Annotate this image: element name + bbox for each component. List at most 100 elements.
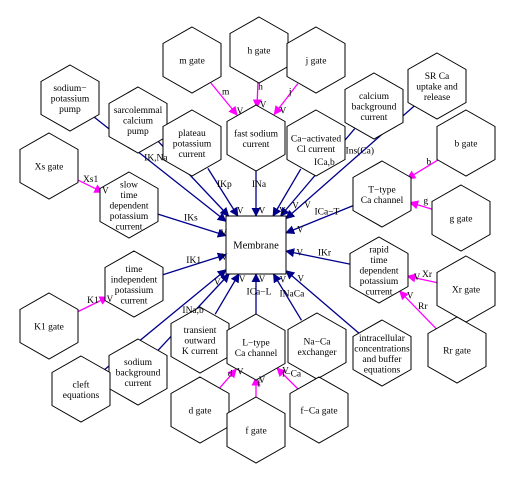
edge-h_gate-to-fast_sodium_current: [252, 80, 262, 109]
edge-d_gate-to-l_type_ca_channel: [219, 368, 237, 389]
node-label-line: time: [121, 191, 138, 201]
node-label-line: Cl current: [297, 145, 336, 155]
node-label-line: dependent: [109, 202, 148, 212]
node-label-line: outward: [184, 337, 215, 347]
edge-end-label: V: [407, 291, 414, 301]
node-label-line: and buffer: [362, 354, 402, 365]
node-label-line: sarcolemmal: [114, 106, 163, 116]
edge-k1_gate-to-time_independent_potassium_current: [74, 296, 109, 314]
node-label-line: calcium: [123, 117, 154, 127]
node-hexagon: [170, 306, 230, 374]
node-label-line: K current: [182, 347, 218, 357]
node-label-line: sodium−: [53, 84, 86, 94]
edge-f_ca_gate-to-l_type_ca_channel: [276, 367, 299, 390]
edge-end-label: V: [298, 273, 305, 283]
node-label-line: Ca channel: [361, 196, 404, 206]
node-label-line: SR Ca: [425, 72, 450, 82]
node-label-line: cleft: [73, 379, 90, 390]
node-m-gate: m gate: [162, 26, 222, 94]
edge-end-label: V: [260, 99, 267, 109]
edge-end-label: V: [280, 106, 287, 116]
node-label-line: slow: [120, 181, 138, 191]
node-hexagon: [431, 184, 491, 252]
edge-label: ICa,b: [314, 158, 335, 168]
edge-label: INaCa: [280, 290, 306, 300]
edge-xr_gate-to-rapid_time_dependent_potassium_current: [406, 273, 438, 284]
edge-label: Xr: [422, 270, 433, 280]
edge-label: f: [257, 379, 261, 390]
node-label-line: current: [366, 288, 393, 298]
edge-end-label: V: [297, 225, 304, 235]
node-label-line: rapid: [369, 246, 389, 256]
node-hexagon: [229, 16, 289, 84]
edge-label: Ins(Ca): [346, 145, 375, 156]
edge-label: INa: [252, 180, 267, 190]
node-j-gate: j gate: [286, 26, 346, 94]
node-hexagon: [19, 292, 79, 360]
node-hexagon: [289, 376, 349, 444]
node-label-line: exchanger: [297, 348, 337, 358]
node-hexagon: [436, 109, 496, 177]
node-label-line: background: [352, 103, 397, 113]
node-label-line: equations: [63, 391, 100, 401]
edge-label: f−Ca: [282, 369, 302, 380]
edge-rr_gate-to-rapid_time_dependent_potassium_current: [399, 290, 437, 330]
node-hexagon: [226, 104, 286, 172]
node-hexagon: [352, 160, 412, 228]
node-label-line: potassium: [115, 286, 154, 296]
node-label-line: release: [424, 93, 450, 103]
node-label-line: Xr gate: [452, 286, 480, 296]
node-hexagon: [162, 109, 222, 177]
edge-label: m: [222, 87, 230, 97]
edge-j_gate-to-fast_sodium_current: [273, 83, 299, 116]
node-xs-gate: Xs gate: [19, 132, 79, 200]
edge-end-label: V: [259, 205, 266, 215]
node-label-line: L−type: [242, 338, 270, 348]
edge-plateau_potassium_current-to-membrane: [207, 168, 239, 217]
edge-label: IK1: [186, 256, 201, 266]
edge-end-label: V: [279, 205, 286, 215]
node-label-line: h gate: [248, 47, 271, 57]
edge-end-label: V: [292, 201, 299, 211]
node-label-line: time: [126, 265, 143, 275]
edge-m_gate-to-fast_sodium_current: [210, 82, 238, 116]
edge-label: Rr: [418, 302, 428, 312]
node-label-line: potassium: [51, 95, 90, 105]
edge-label: ICa−T: [314, 208, 339, 218]
node-hexagon: [349, 236, 409, 304]
node-b-gate: b gate: [436, 109, 496, 177]
edge-label: ICa−L: [247, 288, 272, 298]
edge-end-label: V: [239, 274, 246, 284]
node-label-line: dependent: [359, 267, 398, 277]
node-hexagon: [108, 86, 168, 154]
edge-rapid_time_dependent_potassium_current-to-membrane: [285, 248, 351, 265]
node-label-line: independent: [111, 275, 158, 285]
edge-end-label: V: [237, 106, 244, 116]
edge-label: K1: [87, 296, 99, 306]
edge-label: IKs: [184, 214, 198, 224]
node-hexagon: [352, 319, 412, 387]
edge-end-label: V: [214, 277, 221, 287]
node-label-line: T−type: [368, 185, 396, 195]
edge-time_independent_potassium_current-to-membrane: [161, 252, 227, 276]
node-f-gate: f gate: [226, 396, 286, 464]
node-label-line: pump: [59, 105, 81, 115]
node-hexagon: [407, 52, 467, 120]
edges-layer: [74, 80, 442, 400]
node-label-line: time: [371, 256, 388, 266]
node-label-line: Na−Ca: [304, 337, 332, 347]
edge-label: Xs1: [83, 175, 99, 185]
node-hexagon: [427, 316, 487, 384]
node-f-ca-gate: f−Ca gate: [289, 376, 349, 444]
edge-label: IKp: [217, 180, 232, 190]
